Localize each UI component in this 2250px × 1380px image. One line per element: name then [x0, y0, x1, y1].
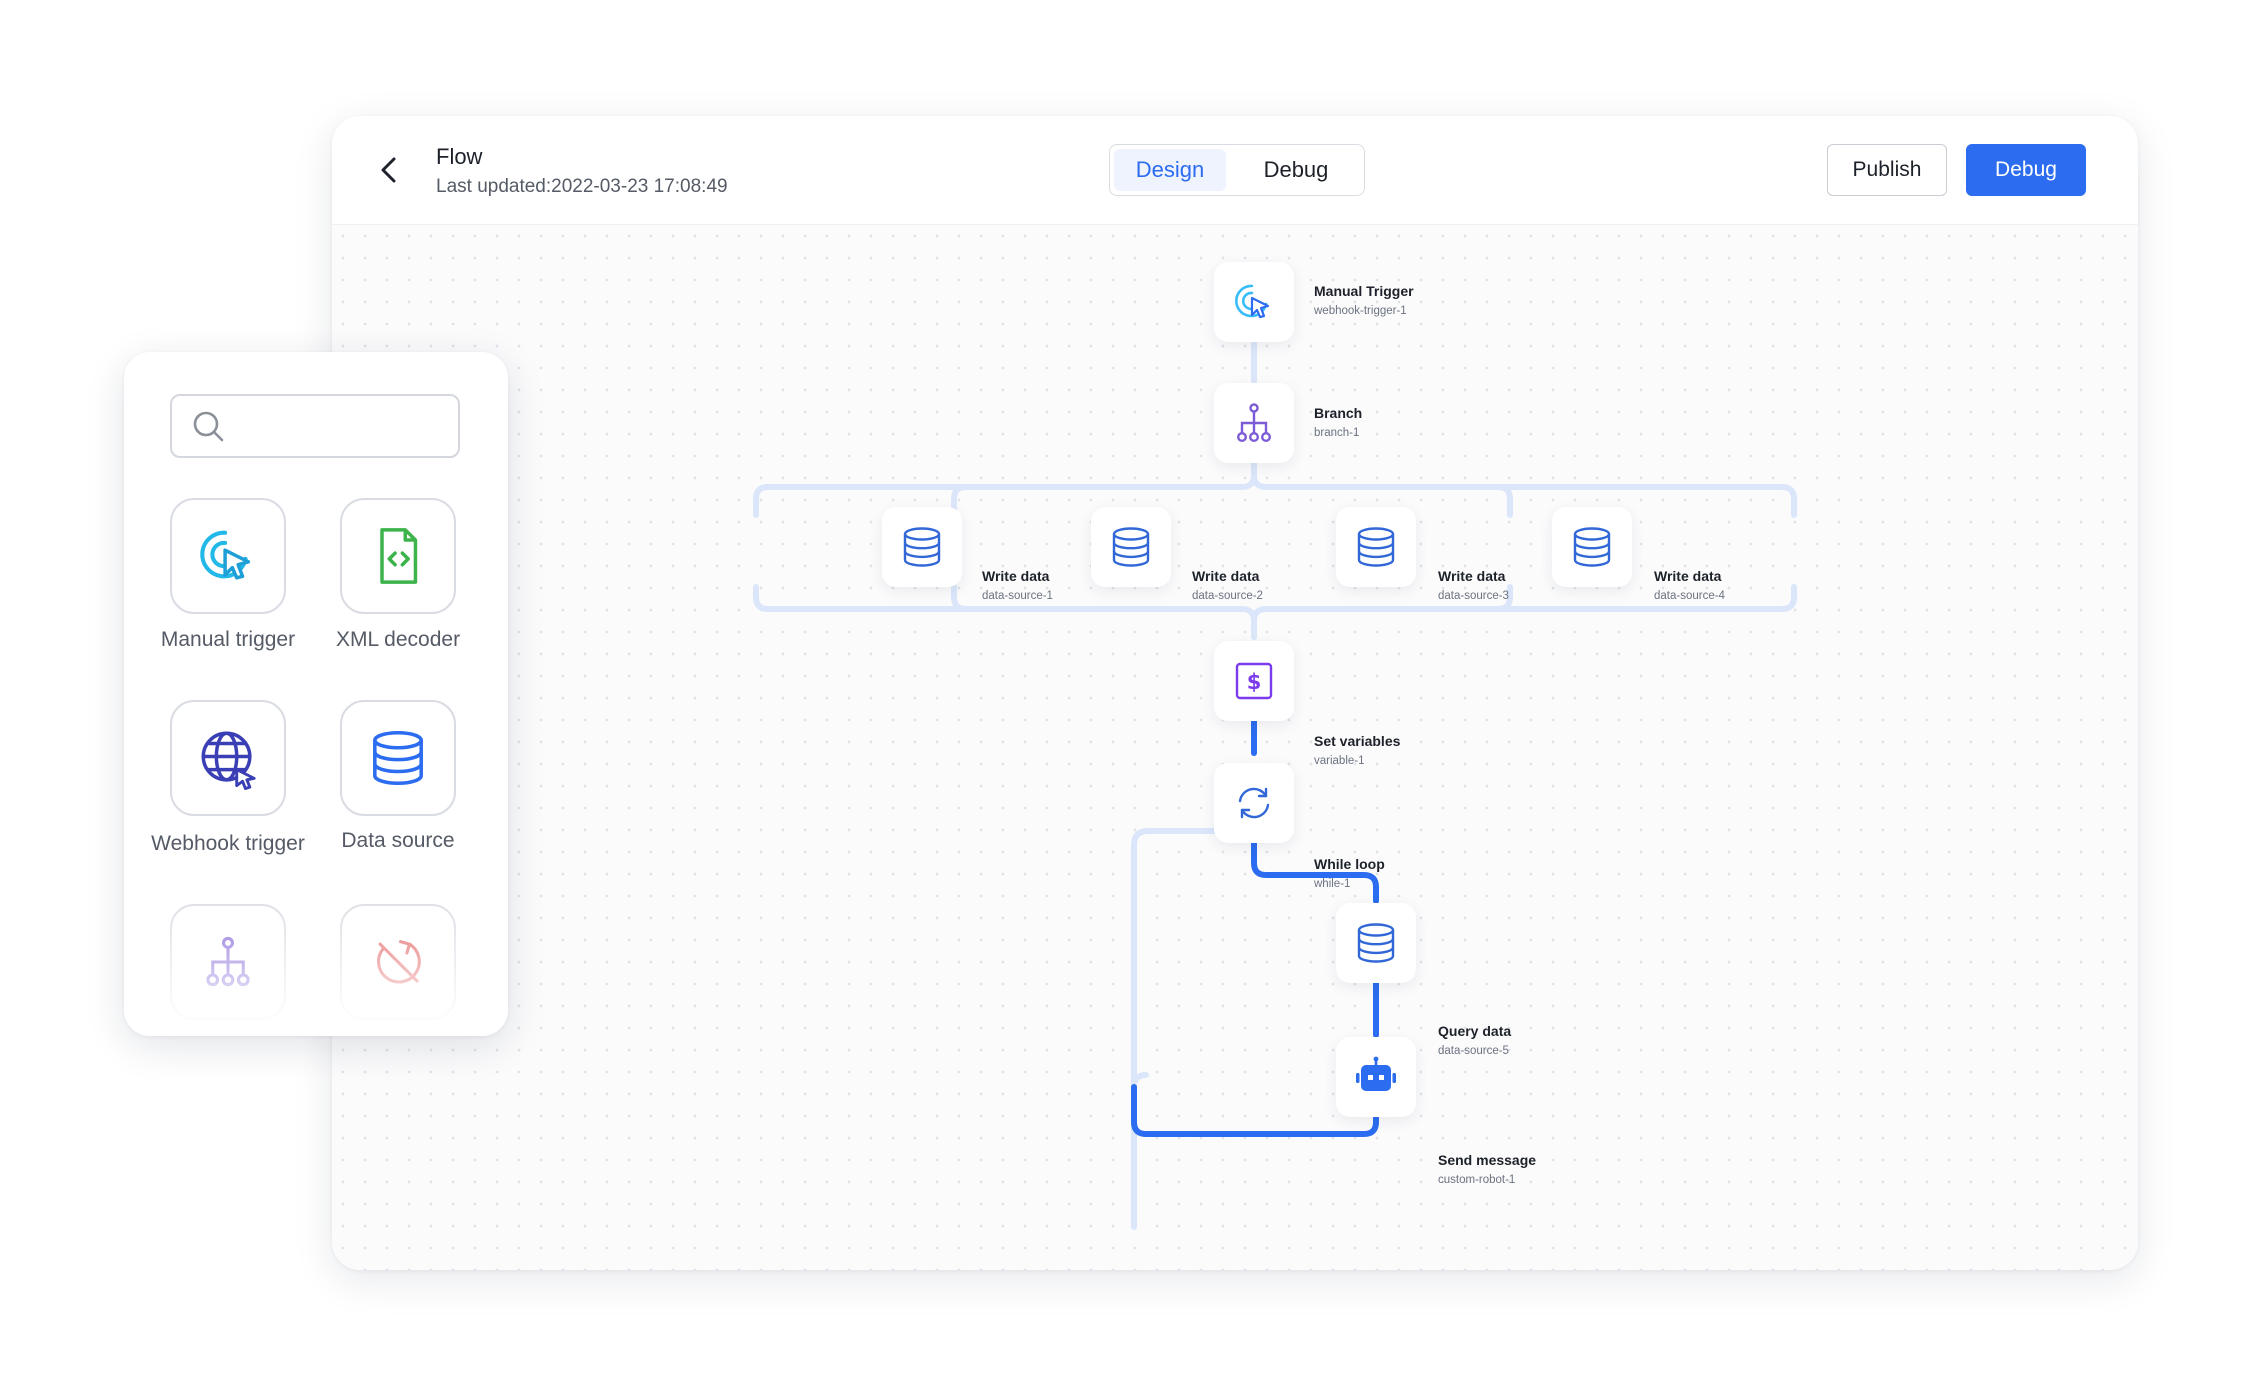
- node-title: Set variables: [1314, 733, 1401, 749]
- flow-connections: [753, 339, 1797, 1230]
- node-title: While loop: [1314, 856, 1385, 872]
- cursor-click-icon: [1235, 284, 1270, 319]
- tab-debug[interactable]: Debug: [1263, 157, 1329, 182]
- node-id: custom-robot-1: [1438, 1174, 1516, 1186]
- palette-item-timer[interactable]: [340, 904, 456, 1020]
- palette-item-data-source[interactable]: [340, 700, 456, 816]
- database-icon: [903, 527, 941, 567]
- cursor-click-icon: [200, 530, 251, 580]
- node-id: while-1: [1314, 878, 1351, 890]
- node-manual-trigger[interactable]: [1214, 262, 1294, 342]
- last-updated-text: Last updated:2022-03-23 17:08:49: [436, 176, 728, 197]
- palette-item-label: Webhook trigger: [151, 832, 305, 855]
- debug-button[interactable]: Debug: [1966, 144, 2086, 196]
- palette-item-xml-decoder[interactable]: [340, 498, 456, 614]
- node-title: Write data: [982, 568, 1050, 584]
- dollar-variable-icon: $: [1235, 662, 1273, 700]
- node-title: Write data: [1192, 568, 1260, 584]
- search-icon: [193, 411, 224, 442]
- tab-design[interactable]: Design: [1114, 149, 1226, 191]
- database-icon: [373, 731, 423, 785]
- node-write-data-2[interactable]: [1091, 507, 1171, 587]
- globe-icon: [201, 731, 256, 790]
- node-title: Branch: [1314, 405, 1363, 421]
- node-id: data-source-1: [982, 590, 1053, 602]
- clock-off-icon: [377, 940, 421, 984]
- node-id: webhook-trigger-1: [1314, 305, 1407, 317]
- node-id: data-source-2: [1192, 590, 1263, 602]
- node-query-data[interactable]: [1336, 903, 1416, 983]
- xml-file-icon: [380, 528, 418, 584]
- node-set-variables[interactable]: $: [1214, 641, 1294, 721]
- node-while-loop[interactable]: [1214, 763, 1294, 843]
- back-arrow-icon[interactable]: [372, 152, 408, 188]
- node-branch[interactable]: [1214, 383, 1294, 463]
- svg-text:$: $: [1247, 670, 1262, 694]
- database-icon: [1112, 527, 1150, 567]
- node-title: Query data: [1438, 1023, 1512, 1039]
- node-id: branch-1: [1314, 427, 1360, 439]
- palette-search[interactable]: [170, 394, 460, 458]
- node-id: data-source-3: [1438, 590, 1509, 602]
- search-input[interactable]: [236, 404, 450, 450]
- node-title: Write data: [1654, 568, 1722, 584]
- node-id: data-source-4: [1654, 590, 1725, 602]
- database-icon: [1357, 527, 1395, 567]
- branch-icon: [206, 936, 250, 987]
- palette-item-webhook-trigger[interactable]: [170, 700, 286, 816]
- loop-icon: [1238, 787, 1270, 819]
- database-icon: [1357, 923, 1395, 963]
- palette-item-label: XML decoder: [335, 628, 461, 651]
- database-icon: [1573, 527, 1611, 567]
- top-bar: Flow Last updated:2022-03-23 17:08:49 De…: [332, 116, 2138, 225]
- node-id: variable-1: [1314, 755, 1365, 767]
- node-write-data-4[interactable]: [1552, 507, 1632, 587]
- node-id: data-source-5: [1438, 1045, 1509, 1057]
- node-write-data-1[interactable]: [882, 507, 962, 587]
- palette-item-manual-trigger[interactable]: [170, 498, 286, 614]
- palette-item-label: Data source: [341, 829, 455, 852]
- node-write-data-3[interactable]: [1336, 507, 1416, 587]
- mode-switch: Design Debug: [1109, 144, 1365, 196]
- flow-editor-window: Flow Last updated:2022-03-23 17:08:49 De…: [332, 116, 2138, 1270]
- branch-icon: [1236, 403, 1272, 443]
- robot-icon: [1356, 1056, 1396, 1091]
- flow-title: Flow: [436, 144, 483, 169]
- node-title: Write data: [1438, 568, 1506, 584]
- flow-canvas[interactable]: Manual Trigger webhook-trigger-1 Branch …: [332, 225, 2138, 1270]
- palette-item-label: Manual trigger: [160, 628, 296, 651]
- node-title: Manual Trigger: [1314, 283, 1414, 299]
- node-palette-panel: Manual trigger XML decoder Webhook trigg…: [124, 352, 508, 1036]
- node-title: Send message: [1438, 1152, 1537, 1168]
- node-send-message[interactable]: [1336, 1037, 1416, 1117]
- palette-item-branch[interactable]: [170, 904, 286, 1020]
- publish-button[interactable]: Publish: [1827, 144, 1947, 196]
